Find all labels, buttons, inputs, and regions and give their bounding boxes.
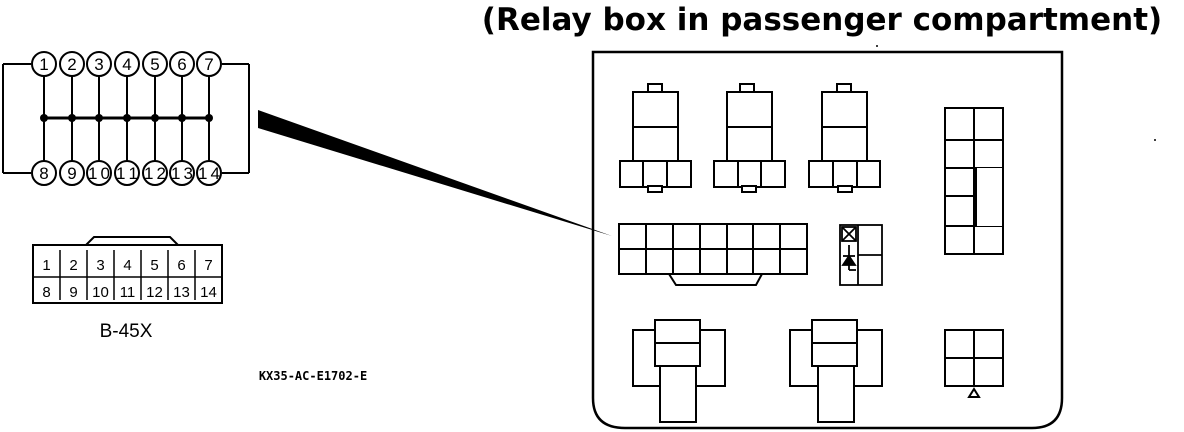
bottom-pin-circle (86, 160, 112, 186)
top-pin-number: 3 (94, 55, 103, 74)
speck (1154, 139, 1156, 141)
relay-block-right (944, 107, 1004, 255)
face-cell-bottom: 10 (92, 284, 109, 301)
face-cell-top: 3 (96, 257, 104, 274)
top-pin-number: 6 (177, 55, 186, 74)
face-cell-bottom: 12 (146, 284, 163, 301)
bottom-pin-number: 8 (39, 164, 48, 183)
connector-label: B-45X (100, 321, 153, 342)
bottom-pin-circle (31, 160, 57, 186)
small-square-connector (944, 329, 1004, 398)
top-pin-number: 2 (67, 55, 76, 74)
face-cell-bottom: 13 (173, 284, 190, 301)
face-cell-top: 2 (69, 257, 77, 274)
junction-dot (123, 114, 131, 122)
face-cell-bottom: 11 (120, 284, 136, 301)
face-cell-bottom: 9 (69, 284, 77, 301)
speck (876, 45, 878, 47)
top-pin-circle (31, 51, 57, 77)
top-pin-circle (114, 51, 140, 77)
face-cell-top: 4 (123, 257, 131, 274)
junction-dot (178, 114, 186, 122)
top-pin-number: 7 (204, 55, 213, 74)
face-cell-top: 7 (204, 257, 212, 274)
junction-dots (40, 114, 213, 122)
top-pin-circle (86, 51, 112, 77)
face-cell-top: 1 (42, 257, 50, 274)
bottom-pin-circle (196, 160, 222, 186)
top-pin-number: 4 (122, 55, 131, 74)
junction-dot (40, 114, 48, 122)
bottom-pin-number: 9 (67, 164, 76, 183)
relay-2 (713, 83, 786, 193)
top-pin-circle (196, 51, 222, 77)
bottom-pin-circle (59, 160, 85, 186)
diode-connector (839, 224, 883, 286)
face-cell-bottom: 14 (200, 284, 217, 301)
connector-face (32, 236, 223, 304)
top-pin-circle (169, 51, 195, 77)
bottom-pin-circle (114, 160, 140, 186)
bottom-relay-2 (789, 319, 883, 423)
diagram-title: (Relay box in passenger compartment) (482, 2, 1162, 38)
bottom-relay-1 (632, 319, 726, 423)
junction-dot (205, 114, 213, 122)
relay-3 (808, 83, 881, 193)
pointer-wedge (258, 110, 612, 236)
face-cell-top: 6 (177, 257, 185, 274)
relay-1 (619, 83, 692, 193)
relay-box-outline (591, 50, 1064, 430)
top-pin-circle (142, 51, 168, 77)
b45x-connector-in-box (618, 223, 808, 286)
face-cell-top: 5 (150, 257, 158, 274)
junction-dot (95, 114, 103, 122)
bottom-pin-circle (169, 160, 195, 186)
top-pin-number: 5 (150, 55, 159, 74)
top-pin-circle (59, 51, 85, 77)
face-cell-bottom: 8 (42, 284, 50, 301)
junction-dot (151, 114, 159, 122)
figure-code: KX35-AC-E1702-E (259, 369, 367, 383)
bottom-pin-circle (142, 160, 168, 186)
junction-dot (68, 114, 76, 122)
top-pin-number: 1 (39, 55, 48, 74)
